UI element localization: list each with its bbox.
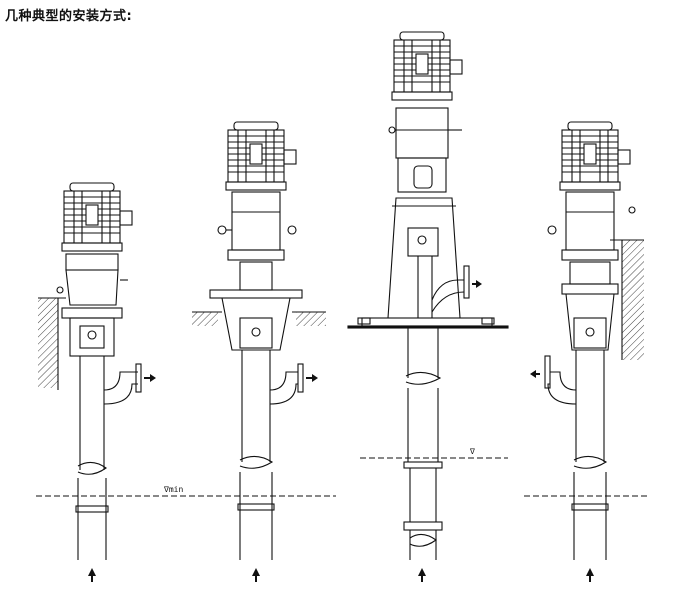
water-level-label: ∇ [469,447,475,456]
page-title: 几种典型的安装方式: [5,9,133,24]
pump-unit-3 [347,31,509,583]
wall-hatch [38,298,58,388]
water-level-min-label: ∇min [163,485,183,494]
pump-unit-2 [192,121,326,583]
pump-unit-1 [38,182,156,583]
pump-unit-4 [530,121,644,583]
